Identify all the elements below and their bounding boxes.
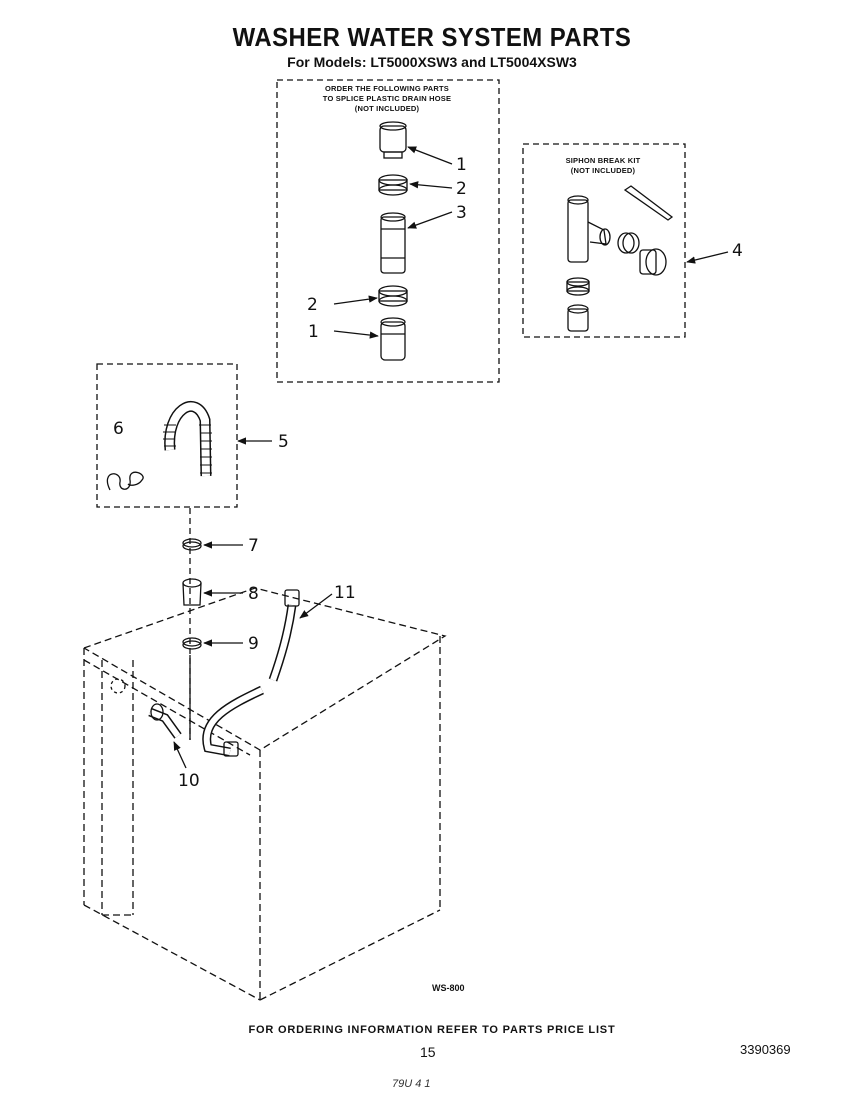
siphon-clamp-icon xyxy=(617,232,640,254)
hose-clamp-9-icon xyxy=(182,637,202,650)
callout-9: 9 xyxy=(248,634,259,654)
splice-kit-box xyxy=(276,79,500,383)
callout-10: 10 xyxy=(178,771,200,791)
splice-note-line: TO SPLICE PLASTIC DRAIN HOSE xyxy=(322,94,452,103)
leader-10 xyxy=(173,741,187,769)
callout-5: 5 xyxy=(278,432,289,452)
internal-fill-hose-icon xyxy=(202,685,264,757)
page-title: WASHER WATER SYSTEM PARTS xyxy=(232,22,632,52)
leader-11 xyxy=(299,593,333,619)
siphon-lower-clamp-icon xyxy=(566,277,590,296)
washer-cabinet-outline xyxy=(83,587,447,1001)
page-number: 15 xyxy=(420,1044,436,1060)
callout-2a: 2 xyxy=(456,179,467,199)
splice-note-line: (NOT INCLUDED) xyxy=(354,104,420,113)
leader-2b xyxy=(333,295,378,305)
callout-2b: 2 xyxy=(307,295,318,315)
callout-7: 7 xyxy=(248,536,259,556)
splice-adapter-bottom-icon xyxy=(380,317,406,361)
callout-6: 6 xyxy=(113,419,124,439)
leader-1a xyxy=(407,146,453,165)
splice-adapter-top-icon xyxy=(379,121,407,159)
model-subtitle: For Models: LT5000XSW3 and LT5004XSW3 xyxy=(287,54,577,70)
ordering-footer: FOR ORDERING INFORMATION REFER TO PARTS … xyxy=(248,1024,616,1036)
inlet-hose-icon xyxy=(268,589,300,682)
drain-adapter-8-icon xyxy=(182,578,202,606)
leader-3 xyxy=(407,211,453,229)
leader-4 xyxy=(686,251,729,264)
siphon-kit-box xyxy=(522,143,686,338)
clamp-bottom-icon xyxy=(378,285,408,307)
hose-clamp-7-icon xyxy=(182,538,202,551)
leader-1b xyxy=(333,330,379,339)
callout-11: 11 xyxy=(334,583,356,603)
siphon-note-line: SIPHON BREAK KIT xyxy=(565,156,641,165)
callout-1b: 1 xyxy=(308,322,319,342)
siphon-note: SIPHON BREAK KIT (NOT INCLUDED) xyxy=(528,156,678,176)
wire-clip-icon xyxy=(106,471,144,491)
handwritten-mark: 79U 4 1 xyxy=(392,1078,431,1090)
siphon-lower-adapter-icon xyxy=(567,304,589,332)
diagram-code: WS-800 xyxy=(432,983,465,993)
drain-elbow-10-icon xyxy=(148,703,182,739)
callout-8: 8 xyxy=(248,584,259,604)
siphon-tee-icon xyxy=(567,195,611,263)
callout-3: 3 xyxy=(456,203,467,223)
splice-note: ORDER THE FOLLOWING PARTS TO SPLICE PLAS… xyxy=(282,84,492,114)
splice-note-line: ORDER THE FOLLOWING PARTS xyxy=(324,84,450,93)
callout-4: 4 xyxy=(732,241,743,261)
siphon-adapter-icon xyxy=(639,248,667,276)
drain-hose-box xyxy=(96,363,238,508)
drain-hose-icon xyxy=(163,401,212,477)
cabinet-access-hole xyxy=(110,678,126,694)
siphon-pin-icon xyxy=(623,185,674,221)
siphon-note-line: (NOT INCLUDED) xyxy=(570,166,636,175)
clamp-top-icon xyxy=(378,174,408,196)
leader-2a xyxy=(409,181,453,189)
document-number: 3390369 xyxy=(740,1042,791,1057)
coupling-icon xyxy=(380,212,406,274)
callout-1a: 1 xyxy=(456,155,467,175)
